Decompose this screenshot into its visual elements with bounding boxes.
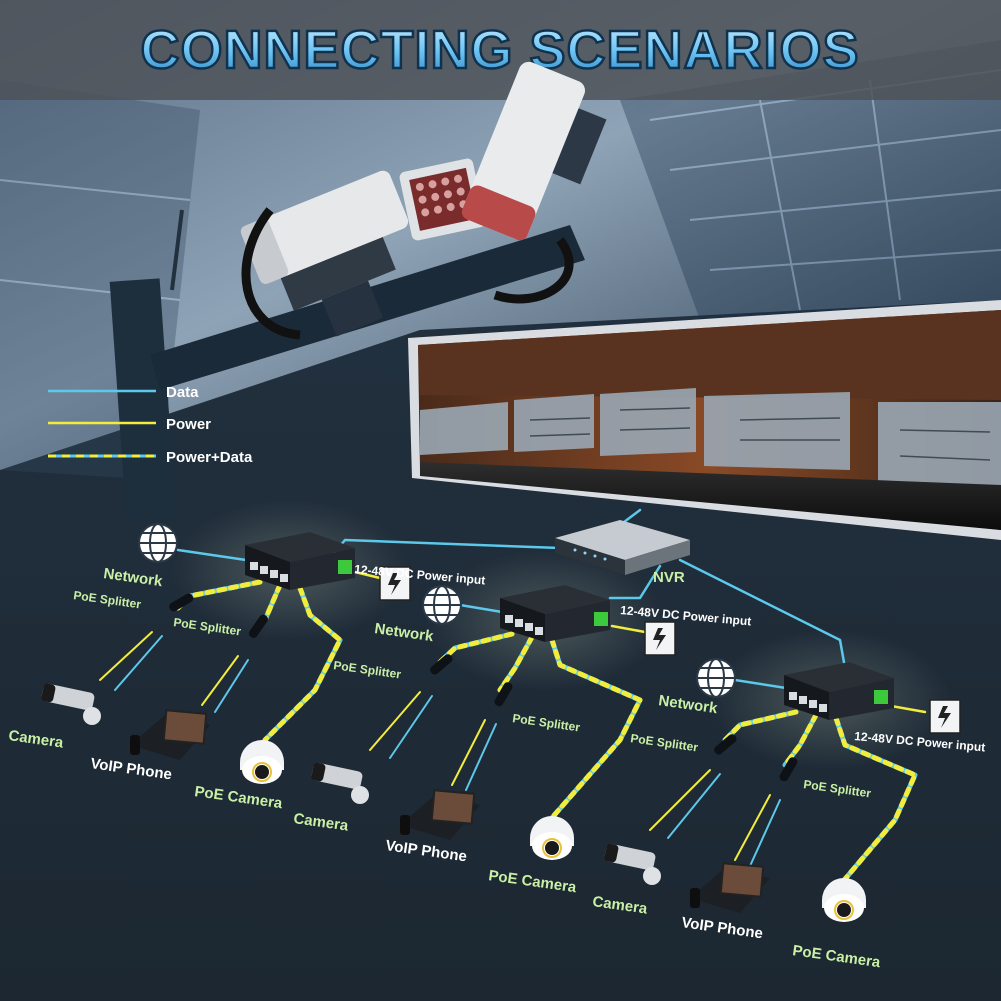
voip-phone-icon-2 [400,789,480,840]
voip-phone-icon-1 [130,709,210,760]
camera-icon-3 [604,843,661,885]
dome-camera-icon-2 [530,816,574,860]
poe-switch-3 [784,662,894,720]
dome-camera-icon-1 [240,740,284,784]
poe-switch-1 [245,532,355,590]
power-adapter-icon-2 [644,621,676,656]
page-title: CONNECTING SCENARIOS [140,20,859,80]
legend-power-label: Power [166,416,211,433]
legend-powerdata-label: Power+Data [166,449,253,466]
title-banner [0,0,1001,100]
power-adapter-icon-1 [379,566,411,601]
legend-data-label: Data [166,384,199,401]
dome-camera-icon-3 [822,878,866,922]
power-adapter-icon-3 [929,699,961,734]
camera-icon-2 [311,762,369,804]
globe-icon-1 [138,523,178,563]
poe-switch-2 [500,585,610,642]
nvr-label: NVR [653,569,685,586]
nvr-device [555,520,690,575]
legend: Data Power Power+Data [48,384,253,466]
pole-camera-illustration [109,61,607,522]
splitters [169,593,798,782]
voip-phone-icon-3 [690,862,770,913]
globe-icon-2 [422,585,462,625]
control-room-screen [408,300,1001,540]
globe-icon-3 [696,658,736,698]
camera-icon-1 [41,683,101,725]
